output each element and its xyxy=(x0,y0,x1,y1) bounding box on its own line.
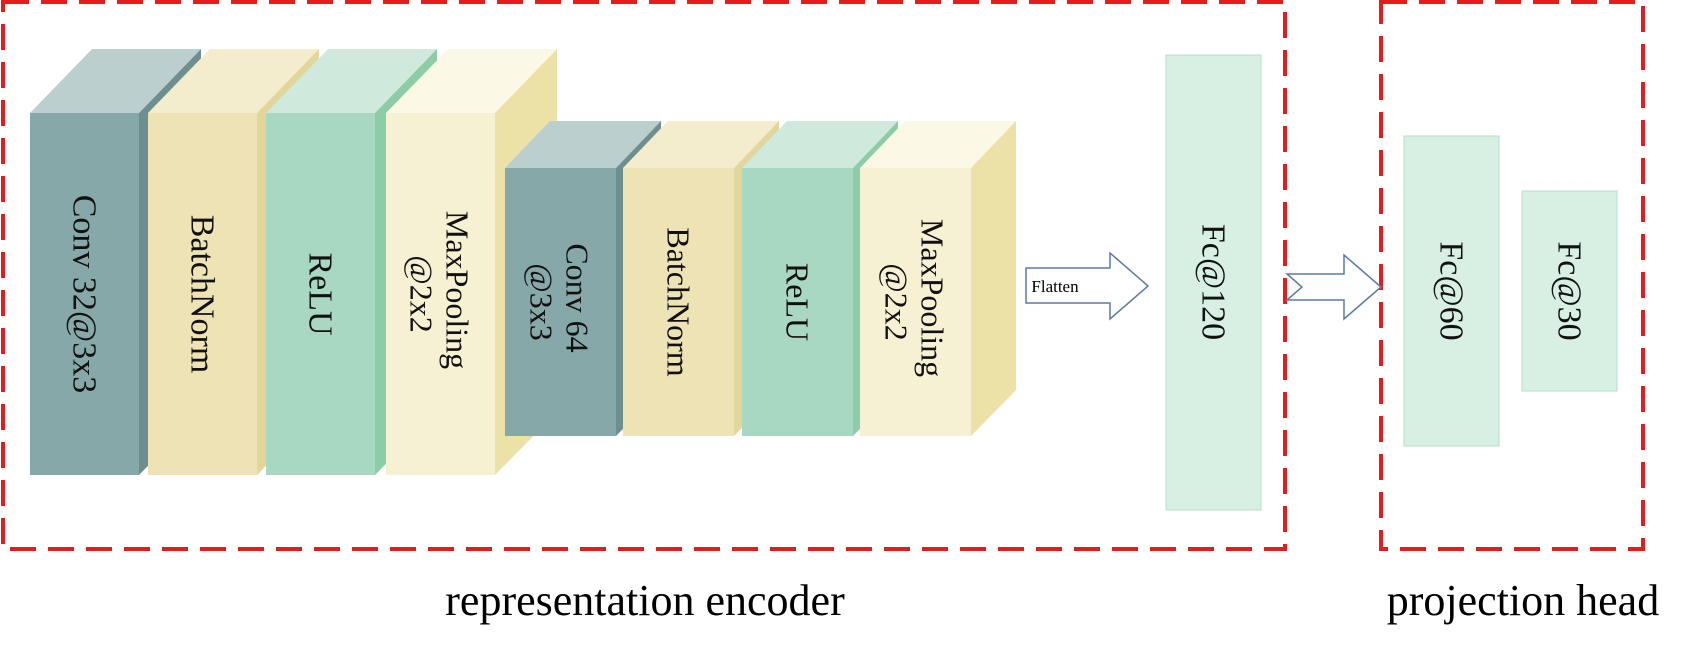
relu-2-top-face xyxy=(742,121,898,168)
fc-30-block: Fc@30 xyxy=(1521,190,1618,392)
conv-2-front-face xyxy=(505,168,616,436)
maxpool-2-side-face xyxy=(971,121,1016,436)
flatten-arrow-shape xyxy=(1025,251,1150,321)
conv-2-top-face xyxy=(505,121,661,168)
conv-1-label: Conv 32@3x3 xyxy=(66,195,103,394)
maxpool-1-top-face xyxy=(386,49,557,113)
relu-2-label: ReLU xyxy=(780,263,816,341)
fc-30-label: Fc@30 xyxy=(1551,241,1588,340)
flatten-label: Flatten xyxy=(1031,277,1079,296)
maxpool-2-label-line-2: @2x2 xyxy=(879,263,915,340)
conv-2-label: Conv 64 @3x3 xyxy=(524,243,596,360)
fc-120-rect xyxy=(1165,54,1262,511)
batchnorm-1-top-face xyxy=(148,49,319,113)
relu-2-front-face xyxy=(742,168,853,436)
maxpool-1-label-line-2: @2x2 xyxy=(404,255,440,332)
maxpool-2-front-face xyxy=(860,168,971,436)
head-caption: projection head xyxy=(1387,576,1659,625)
fc-60-rect xyxy=(1403,135,1500,447)
head-arrow-shape xyxy=(1284,253,1383,321)
maxpool-1-label: MaxPooling @2x2 xyxy=(404,211,476,377)
batchnorm-2-label: BatchNorm xyxy=(661,227,697,376)
maxpool-1-label-line-1: MaxPooling xyxy=(440,211,476,369)
conv-1-front-face xyxy=(30,113,139,475)
flatten-arrow: Flatten xyxy=(1025,251,1150,321)
fc-120-block: Fc@120 xyxy=(1165,54,1262,511)
head-arrow xyxy=(1284,253,1383,321)
encoder-group-box xyxy=(1,0,1287,551)
relu-1-top-face xyxy=(266,49,437,113)
batchnorm-2-top-face xyxy=(623,121,779,168)
fc-60-label: Fc@60 xyxy=(1433,241,1470,340)
maxpool-2-label: MaxPooling @2x2 xyxy=(879,219,951,385)
relu-1-front-face xyxy=(266,113,375,475)
conv-2-label-line-2: @3x3 xyxy=(524,263,560,340)
conv-2-label-line-1: Conv 64 xyxy=(560,243,596,352)
encoder-caption: representation encoder xyxy=(445,576,845,625)
maxpool-2-label-line-1: MaxPooling xyxy=(915,219,951,377)
batchnorm-1-front-face xyxy=(148,113,257,475)
fc-60-block: Fc@60 xyxy=(1403,135,1500,447)
conv-1-top-face xyxy=(30,49,201,113)
head-group-box xyxy=(1379,0,1645,551)
fc-30-rect xyxy=(1521,190,1618,392)
maxpool-2-top-face xyxy=(860,121,1016,168)
fc-120-label: Fc@120 xyxy=(1195,224,1232,340)
encoder-layer-maxpool-2: MaxPooling @2x2 xyxy=(860,121,1016,436)
maxpool-1-front-face xyxy=(386,113,495,475)
batchnorm-2-front-face xyxy=(623,168,734,436)
relu-1-label: ReLU xyxy=(302,252,339,335)
batchnorm-1-label: BatchNorm xyxy=(184,215,221,374)
